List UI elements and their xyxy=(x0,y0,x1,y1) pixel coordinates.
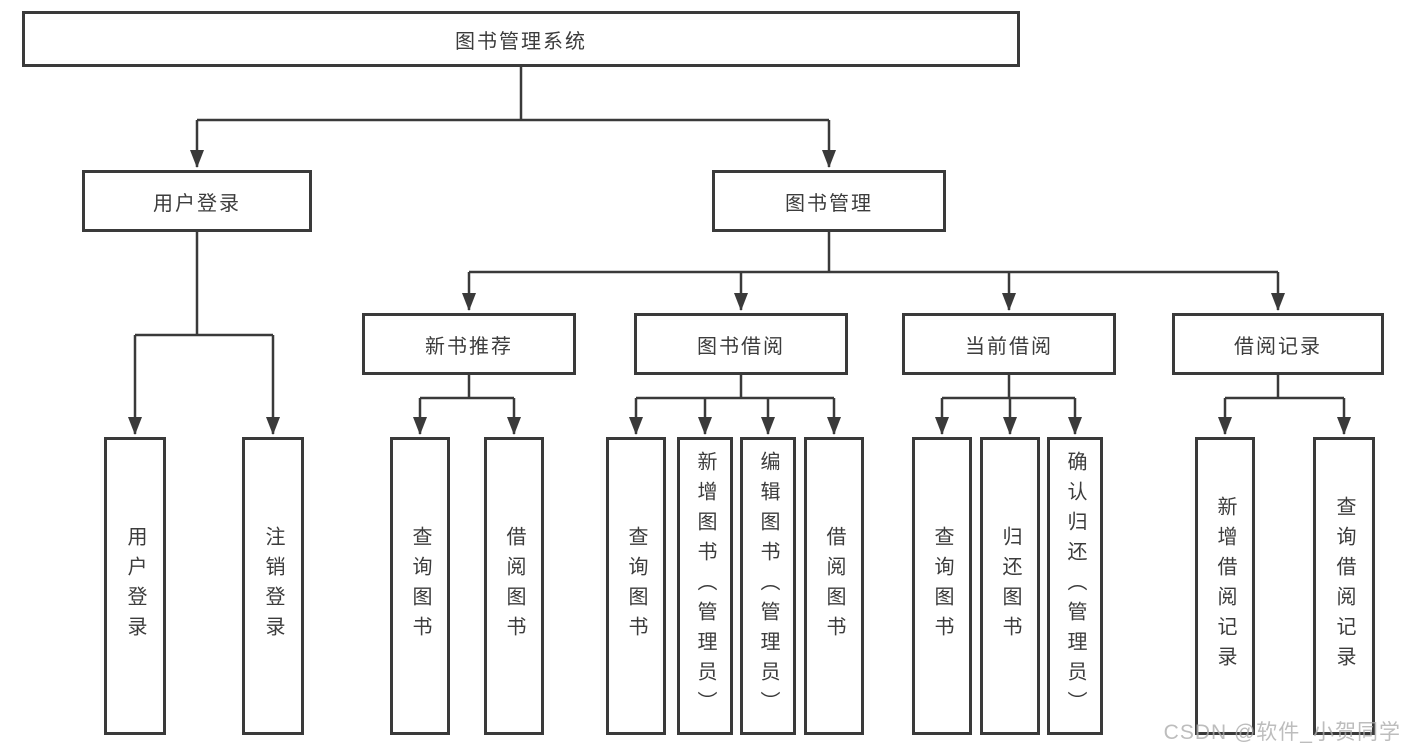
leaf-query-books-current: 查询图书 xyxy=(912,437,972,735)
node-label: 查询图书 xyxy=(625,526,647,646)
leaf-confirm-return-admin: 确认归还（管理员） xyxy=(1047,437,1103,735)
node-label: 注销登录 xyxy=(262,526,284,646)
leaf-query-books-borrow: 查询图书 xyxy=(606,437,666,735)
leaf-add-book-admin: 新增图书（管理员） xyxy=(677,437,733,735)
node-book-borrow: 图书借阅 xyxy=(634,313,848,375)
node-label: 借阅图书 xyxy=(503,526,525,646)
node-label: 当前借阅 xyxy=(965,335,1053,358)
node-user-login: 用户登录 xyxy=(82,170,312,232)
leaf-query-books-recommend: 查询图书 xyxy=(390,437,450,735)
csdn-watermark: CSDN @软件_小贺同学 xyxy=(1163,721,1401,744)
leaf-borrow-books-recommend: 借阅图书 xyxy=(484,437,544,735)
node-label: 图书借阅 xyxy=(697,335,785,358)
node-label: 编辑图书（管理员） xyxy=(757,451,779,721)
node-label: 图书管理 xyxy=(785,192,873,215)
node-label: 借阅记录 xyxy=(1234,335,1322,358)
leaf-return-books: 归还图书 xyxy=(980,437,1040,735)
leaf-logout: 注销登录 xyxy=(242,437,304,735)
node-label: 新增借阅记录 xyxy=(1214,496,1236,676)
node-current-borrow: 当前借阅 xyxy=(902,313,1116,375)
node-label: 用户登录 xyxy=(124,526,146,646)
node-borrow-records: 借阅记录 xyxy=(1172,313,1384,375)
node-label: 确认归还（管理员） xyxy=(1064,451,1086,721)
leaf-add-borrow-record: 新增借阅记录 xyxy=(1195,437,1255,735)
connector-trunk xyxy=(135,67,1344,400)
leaf-user-login: 用户登录 xyxy=(104,437,166,735)
node-label: 新增图书（管理员） xyxy=(694,451,716,721)
node-label: 借阅图书 xyxy=(823,526,845,646)
node-label: 查询借阅记录 xyxy=(1333,496,1355,676)
leaf-borrow-books: 借阅图书 xyxy=(804,437,864,735)
leaf-edit-book-admin: 编辑图书（管理员） xyxy=(740,437,796,735)
leaf-query-borrow-record: 查询借阅记录 xyxy=(1313,437,1375,735)
node-root: 图书管理系统 xyxy=(22,11,1020,67)
node-label: 用户登录 xyxy=(153,192,241,215)
node-label: 新书推荐 xyxy=(425,335,513,358)
node-root-label: 图书管理系统 xyxy=(455,30,587,53)
node-new-book-recommend: 新书推荐 xyxy=(362,313,576,375)
node-label: 归还图书 xyxy=(999,526,1021,646)
node-label: 查询图书 xyxy=(931,526,953,646)
node-label: 查询图书 xyxy=(409,526,431,646)
node-book-management: 图书管理 xyxy=(712,170,946,232)
